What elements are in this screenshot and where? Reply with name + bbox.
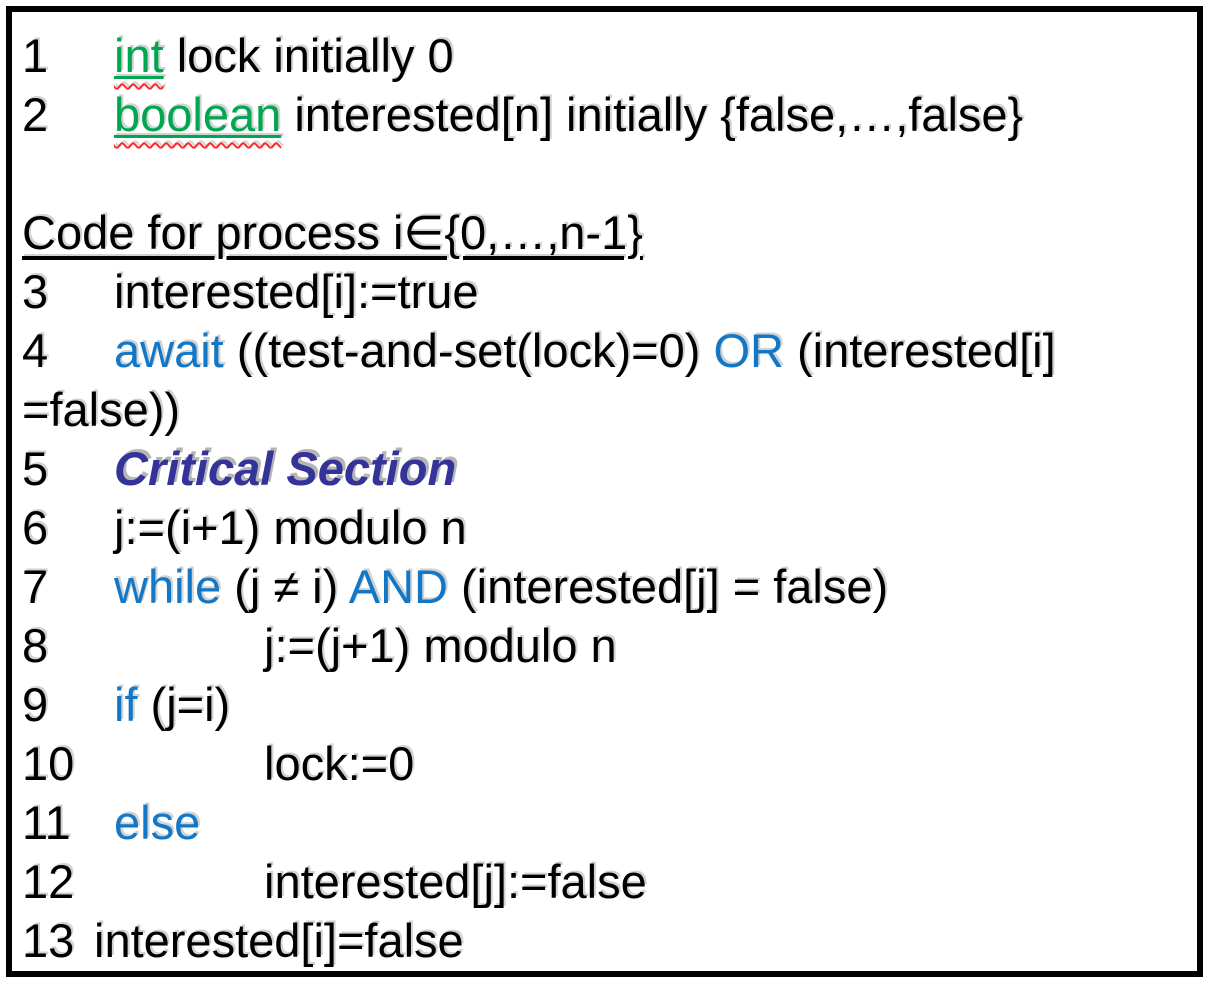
line-content: =false)): [22, 380, 180, 439]
spellcheck-squiggle: int: [114, 29, 164, 82]
code-line-3: [22, 144, 1191, 203]
code-text: lock initially 0: [163, 29, 454, 82]
keyword-blue: await: [114, 324, 224, 377]
code-text: interested[n] initially {false,…,false}: [281, 88, 1024, 141]
code-text: (j ≠ i): [221, 560, 349, 613]
code-line-1: 1 int lock initially 0: [22, 26, 1191, 85]
code-line-13: 10 lock:=0: [22, 734, 1191, 793]
line-number: 4: [22, 324, 49, 377]
line-number: 5: [22, 442, 49, 495]
code-line-15: 12 interested[j]:=false: [22, 852, 1191, 911]
code-line-4: Code for process i∈{0,…,n-1}: [22, 203, 1191, 262]
code-text: j:=(j+1) modulo n: [264, 619, 617, 672]
code-text: interested[i]:=true: [114, 265, 479, 318]
keyword-green: boolean: [114, 88, 282, 141]
code-line-10: 7 while (j ≠ i) AND (interested[j] = fals…: [22, 557, 1191, 616]
code-line-5: 3 interested[i]:=true: [22, 262, 1191, 321]
line-number: 7: [22, 560, 49, 613]
line-number: 10: [22, 737, 75, 790]
keyword-blue: else: [114, 796, 201, 849]
line-number: 2: [22, 88, 49, 141]
line-number: 12: [22, 855, 75, 908]
line-number: 11: [22, 796, 71, 849]
line-content: lock:=0: [264, 734, 414, 793]
code-text: lock:=0: [264, 737, 415, 790]
code-text: (interested[j] = false): [447, 560, 889, 613]
line-content: interested[i]=false: [94, 911, 464, 970]
line-content: Critical Section: [114, 439, 456, 498]
keyword-blue: OR: [713, 324, 784, 377]
line-content: [22, 144, 35, 203]
keyword-blue: if: [114, 678, 138, 731]
line-number: 6: [22, 501, 49, 554]
spellcheck-squiggle: boolean: [114, 88, 281, 141]
line-number: 9: [22, 678, 49, 731]
line-content: j:=(i+1) modulo n: [114, 498, 467, 557]
code-line-16: 13 interested[i]=false: [22, 911, 1191, 970]
line-number: 1: [22, 29, 49, 82]
slide-frame: 1 int lock initially 0 2 boolean interested…: [6, 6, 1203, 977]
line-content: interested[i]:=true: [114, 262, 478, 321]
line-content: else: [114, 793, 200, 852]
code-line-11: 8 j:=(j+1) modulo n: [22, 616, 1191, 675]
code-block: 1 int lock initially 0 2 boolean interested…: [22, 26, 1191, 970]
code-line-7: =false)): [22, 380, 1191, 439]
section-header: Code for process i∈{0,…,n-1}: [22, 206, 643, 259]
keyword-green: int: [114, 29, 164, 82]
code-line-12: 9 if (j=i): [22, 675, 1191, 734]
line-content: j:=(j+1) modulo n: [264, 616, 617, 675]
line-content: interested[j]:=false: [264, 852, 647, 911]
code-line-8: 5 Critical Section: [22, 439, 1191, 498]
code-text: j:=(i+1) modulo n: [114, 501, 467, 554]
code-text: interested[i]=false: [94, 914, 464, 967]
code-text: interested[j]:=false: [264, 855, 647, 908]
line-number: 13: [22, 914, 75, 967]
code-line-6: 4 await ((test-and-set(lock)=0) OR (inter…: [22, 321, 1191, 380]
critical-section-label: Critical Section: [114, 442, 457, 495]
code-text: ((test-and-set(lock)=0): [223, 324, 714, 377]
line-content: await ((test-and-set(lock)=0) OR (intere…: [114, 321, 1056, 380]
code-text: (j=i): [137, 678, 231, 731]
line-content: Code for process i∈{0,…,n-1}: [22, 203, 643, 262]
line-number: 3: [22, 265, 49, 318]
line-content: while (j ≠ i) AND (interested[j] = false…: [114, 557, 888, 616]
code-text: =false)): [22, 383, 181, 436]
line-content: boolean interested[n] initially {false,……: [114, 85, 1023, 144]
code-line-14: 11 else: [22, 793, 1191, 852]
line-number: 8: [22, 619, 49, 672]
line-content: if (j=i): [114, 675, 230, 734]
keyword-blue: while: [114, 560, 222, 613]
code-line-9: 6 j:=(i+1) modulo n: [22, 498, 1191, 557]
keyword-blue: AND: [348, 560, 448, 613]
code-line-2: 2 boolean interested[n] initially {false,…: [22, 85, 1191, 144]
code-text: (interested[i]: [783, 324, 1056, 377]
line-content: int lock initially 0: [114, 26, 454, 85]
